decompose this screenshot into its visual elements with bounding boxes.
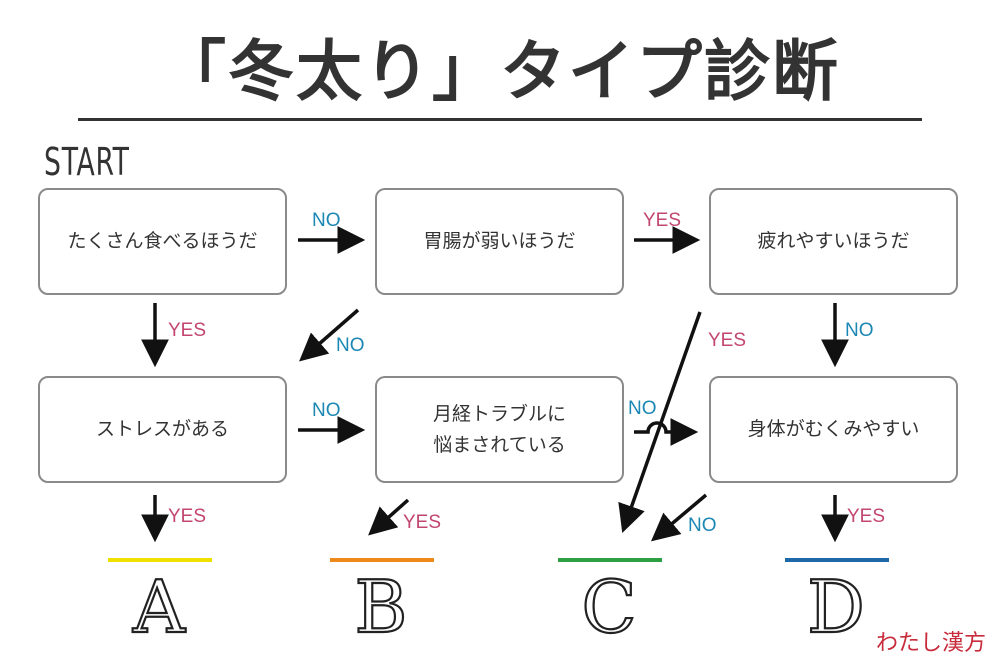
question-weak-stomach: 胃腸が弱いほうだ	[375, 188, 624, 295]
result-d: D	[806, 564, 866, 650]
page-title: 「冬太り」タイプ診断	[160, 32, 840, 110]
result-c-underline	[558, 558, 662, 562]
title-divider	[78, 118, 922, 121]
label-no-q3: NO	[845, 320, 874, 341]
result-b-underline	[330, 558, 434, 562]
label-yes-q2: YES	[643, 210, 682, 231]
label-yes-q5: YES	[403, 512, 442, 533]
label-no-q1: NO	[312, 210, 341, 231]
label-yes-q1: YES	[168, 320, 207, 341]
label-yes-q3: YES	[708, 330, 747, 351]
label-no-q5: NO	[628, 398, 657, 419]
label-yes-q6: YES	[847, 506, 886, 527]
question-stress: ストレスがある	[38, 376, 287, 483]
result-d-underline	[785, 558, 889, 562]
arrow-q2-to-q4	[299, 308, 360, 362]
result-b: B	[353, 564, 408, 650]
label-no-q4: NO	[312, 400, 341, 421]
brand-logo: わたし漢方	[876, 631, 987, 656]
label-no-q6: NO	[688, 515, 717, 536]
result-a-underline	[108, 558, 212, 562]
label-yes-q4: YES	[168, 506, 207, 527]
question-swelling: 身体がむくみやすい	[709, 376, 958, 483]
start-label: START	[44, 140, 130, 184]
result-a: A	[132, 564, 186, 650]
arrow-q5-to-q6	[634, 418, 699, 446]
arrow-q6-to-c	[650, 493, 708, 542]
question-menstrual-trouble: 月経トラブルに 悩まされている	[375, 376, 624, 483]
arrow-q3-to-c	[618, 311, 702, 533]
arrow-q5-to-b	[368, 498, 410, 536]
question-eat-a-lot: たくさん食べるほうだ	[38, 188, 287, 295]
question-tire-easily: 疲れやすいほうだ	[709, 188, 958, 295]
label-no-q2: NO	[336, 335, 365, 356]
result-c: C	[580, 564, 637, 650]
